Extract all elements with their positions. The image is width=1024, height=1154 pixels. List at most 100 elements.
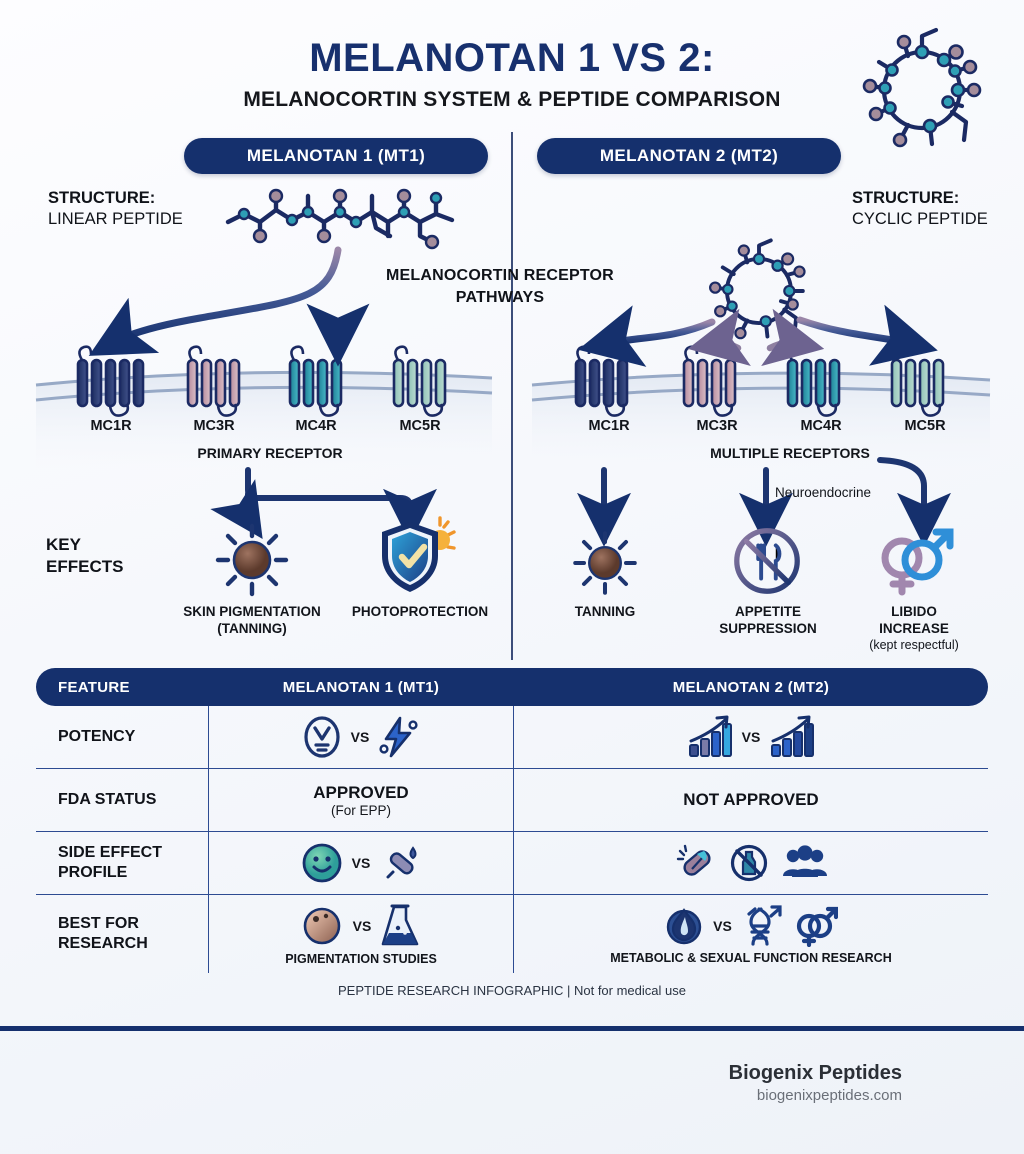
effect-label-right-0: TANNING [545, 604, 665, 621]
rising-bar-chart-icon [688, 715, 732, 757]
receptor-label-right-mc1r: MC1R [588, 418, 630, 434]
effect-label-right-1-line2: SUPPRESSION [719, 620, 817, 636]
table-row: FDA STATUS APPROVED (For EPP) NOT APPROV… [36, 769, 988, 832]
syringe-pen-icon [386, 846, 417, 879]
receptor-label-right-mc3r: MC3R [696, 418, 738, 434]
effect-label-left-0-line2: (TANNING) [217, 620, 287, 636]
vs-label: VS [350, 729, 370, 745]
structure-label-right: STRUCTURE: CYCLIC PEPTIDE [852, 188, 988, 229]
gender-symbols-icon [796, 906, 838, 947]
structure-heading-left: STRUCTURE: [48, 189, 156, 207]
key-effects-label-line1: KEY [46, 535, 81, 554]
key-effects-label: KEY EFFECTS [46, 534, 123, 578]
column-header-mt1: MELANOTAN 1 (MT1) [184, 138, 488, 174]
table-row: SIDE EFFECT PROFILE VS [36, 832, 988, 895]
page-title: MELANOTAN 1 VS 2: [309, 36, 715, 80]
receptor-label-left-mc1r: MC1R [90, 418, 132, 434]
effect-label-right-1-line1: APPETITE [734, 604, 801, 619]
comparison-table: FEATURE MELANOTAN 1 (MT1) MELANOTAN 2 (M… [36, 668, 988, 998]
receptor-label-left-mc5r: MC5R [399, 418, 441, 434]
tanning-sun-icon-right [573, 531, 637, 595]
table-header-mt2: MELANOTAN 2 (MT2) [672, 678, 830, 696]
people-group-icon [783, 845, 827, 877]
metabolism-flame-drop-icon [666, 907, 702, 944]
fda-status-mt1-main: APPROVED [313, 782, 409, 802]
row-fda-mt1: APPROVED (For EPP) [208, 769, 514, 831]
receptor-label-right-mc4r: MC4R [800, 418, 842, 434]
table-footnote: PEPTIDE RESEARCH INFOGRAPHIC | Not for m… [338, 983, 686, 998]
fda-status-mt1-sub: (For EPP) [330, 802, 391, 818]
row-best-mt1: VS PIGMENTATION STUDIES [208, 895, 514, 973]
fda-status-mt2-main: NOT APPROVED [683, 790, 819, 809]
best-caption-mt2: METABOLIC & SEXUAL FUNCTION RESEARCH [610, 950, 892, 965]
effect-label-left-0: SKIN PIGMENTATION (TANNING) [166, 604, 338, 638]
receptor-caption-left: PRIMARY RECEPTOR [197, 445, 343, 461]
receptor-label-left-mc4r: MC4R [295, 418, 337, 434]
row-potency-mt2: VS [514, 706, 988, 768]
brand-url: biogenixpeptides.com [756, 1087, 902, 1104]
receptor-caption-right: MULTIPLE RECEPTORS [710, 445, 870, 461]
table-row: POTENCY VS [36, 706, 988, 769]
table-header-mt1: MELANOTAN 1 (MT1) [282, 678, 440, 696]
row-feature-best-line2: RESEARCH [58, 935, 148, 952]
row-feature-side-effect: SIDE EFFECT PROFILE [36, 843, 208, 883]
row-feature-potency: POTENCY [58, 728, 136, 745]
structure-heading-right: STRUCTURE: [852, 189, 960, 207]
lightning-bolt-icon [379, 716, 418, 758]
no-food-appetite-icon [734, 528, 800, 594]
column-divider [511, 132, 513, 660]
row-potency-mt1: VS [208, 706, 514, 768]
effect-label-right-2-line1: LIBIDO [891, 604, 937, 619]
row-feature-fda-status: FDA STATUS [58, 791, 157, 808]
linear-peptide-icon [225, 188, 455, 250]
effect-label-left-0-line1: SKIN PIGMENTATION [183, 604, 321, 619]
bottom-rule [0, 1026, 1024, 1031]
gender-symbols-libido-icon [881, 528, 954, 596]
structure-value-left: LINEAR PEPTIDE [48, 209, 183, 228]
best-caption-mt1: PIGMENTATION STUDIES [285, 951, 437, 966]
effect-label-right-0-line1: TANNING [574, 604, 636, 619]
dna-helix-icon [747, 904, 782, 946]
effect-label-right-2-line2: INCREASE [879, 620, 949, 636]
brand-block: Biogenix Peptides biogenixpeptides.com [729, 1062, 902, 1104]
diagram-canvas: MELANOTAN 1 VS 2: MELANOCORTIN SYSTEM & … [35, 27, 991, 998]
cyclic-peptide-molecule-icon [862, 27, 982, 148]
vs-label: VS [713, 917, 732, 934]
slow-funnel-circle-icon [304, 716, 340, 758]
page-subtitle: MELANOCORTIN SYSTEM & PEPTIDE COMPARISON [243, 88, 781, 111]
tanning-sun-icon [215, 523, 289, 597]
row-side-effect-mt1: VS [208, 832, 514, 894]
key-effects-label-line2: EFFECTS [46, 557, 124, 577]
column-header-mt2: MELANOTAN 2 (MT2) [537, 138, 841, 174]
pathway-arrows-and-membrane [35, 246, 991, 547]
row-feature-side-effect-line1: SIDE EFFECT [58, 844, 163, 861]
effect-label-left-1: PHOTOPROTECTION [340, 604, 500, 621]
vs-label: VS [741, 729, 761, 745]
neuroendocrine-annotation: Neuroendocrine [775, 485, 872, 500]
smiley-face-icon [302, 843, 342, 883]
vs-label: VS [351, 855, 371, 871]
row-feature-best-line1: BEST FOR [58, 915, 139, 932]
brand-name: Biogenix Peptides [728, 1062, 902, 1084]
receptor-label-left-mc3r: MC3R [193, 418, 235, 434]
effect-label-right-2: LIBIDO INCREASE (kept respectful) [852, 604, 976, 653]
row-feature-side-effect-line2: PROFILE [58, 864, 128, 881]
skin-pigment-spot-icon [303, 907, 340, 944]
shield-sun-photoprotection-icon [382, 516, 456, 592]
rising-bar-chart-icon [771, 715, 815, 757]
row-feature-best-for-research: BEST FOR RESEARCH [36, 914, 208, 954]
pathway-caption: MELANOCORTIN RECEPTOR PATHWAYS [386, 267, 614, 306]
receptor-label-right-mc5r: MC5R [904, 418, 946, 434]
table-row: BEST FOR RESEARCH VS [36, 895, 988, 973]
table-header-row: FEATURE MELANOTAN 1 (MT1) MELANOTAN 2 (M… [36, 668, 988, 706]
structure-value-right: CYCLIC PEPTIDE [852, 209, 988, 228]
row-side-effect-mt2 [514, 832, 988, 894]
table-header-feature: FEATURE [58, 678, 130, 696]
structure-label-left: STRUCTURE: LINEAR PEPTIDE [48, 188, 183, 229]
lab-flask-icon [382, 904, 419, 945]
effect-label-right-2-line3: (kept respectful) [869, 637, 959, 652]
row-best-mt2: VS [514, 895, 988, 973]
vs-label: VS [352, 917, 372, 934]
no-nausea-bottle-icon [730, 844, 768, 882]
